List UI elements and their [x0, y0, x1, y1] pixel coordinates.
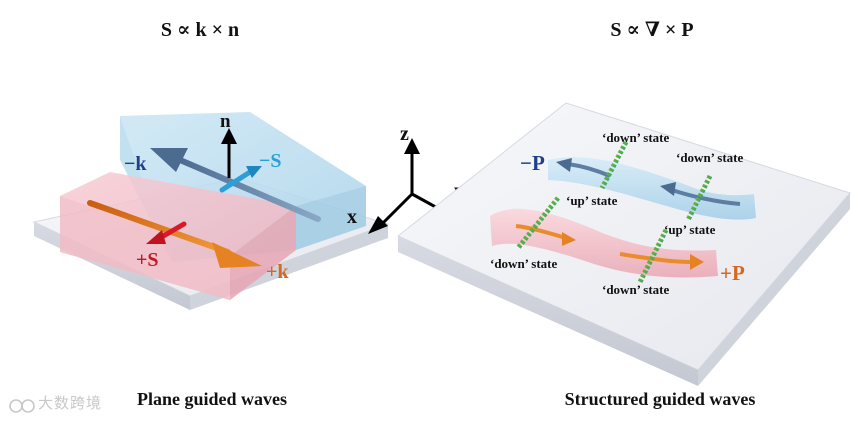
watermark-text: 大数跨境	[38, 394, 103, 412]
right-panel: S ∝ ∇ × P	[397, 19, 851, 409]
left-caption: Plane guided waves	[137, 389, 287, 409]
spin-marker-2	[685, 174, 713, 222]
plus-p-arrow	[515, 224, 704, 270]
label-minus-k: −k	[124, 153, 147, 175]
plus-s-arrow	[146, 221, 187, 244]
axis-label-z: z	[400, 123, 409, 145]
spin-state-markers	[516, 140, 713, 284]
label-up-state-1: ‘up’ state	[566, 193, 618, 208]
label-plus-p: +P	[720, 261, 745, 285]
left-title: S ∝ k × n	[161, 19, 239, 41]
label-up-state-2: ‘up’ state	[664, 222, 716, 237]
label-plus-k: +k	[266, 261, 289, 283]
right-caption: Structured guided waves	[565, 389, 756, 409]
label-down-state-4: ‘down’ state	[602, 282, 670, 297]
right-base-plate	[397, 102, 851, 386]
label-minus-p: −P	[520, 151, 545, 175]
watermark-logo-icon	[9, 399, 35, 413]
label-down-state-3: ‘down’ state	[490, 256, 558, 271]
axis-label-x: x	[347, 206, 357, 228]
right-title: S ∝ ∇ × P	[610, 19, 693, 41]
label-plus-s: +S	[136, 249, 159, 271]
label-n: n	[220, 111, 231, 132]
minus-s-arrow	[219, 166, 262, 193]
label-minus-s: −S	[259, 150, 282, 172]
left-panel: S ∝ k × n	[32, 19, 390, 409]
spin-marker-3	[516, 196, 560, 250]
pink-waveguide-slab	[60, 172, 296, 300]
minus-k-arrow	[150, 148, 321, 222]
spin-marker-1	[599, 140, 629, 190]
minus-p-arrow	[556, 158, 741, 206]
label-down-state-1: ‘down’ state	[602, 130, 670, 145]
label-down-state-2: ‘down’ state	[676, 150, 744, 165]
plus-k-arrow	[87, 200, 262, 268]
n-arrow	[221, 128, 237, 178]
